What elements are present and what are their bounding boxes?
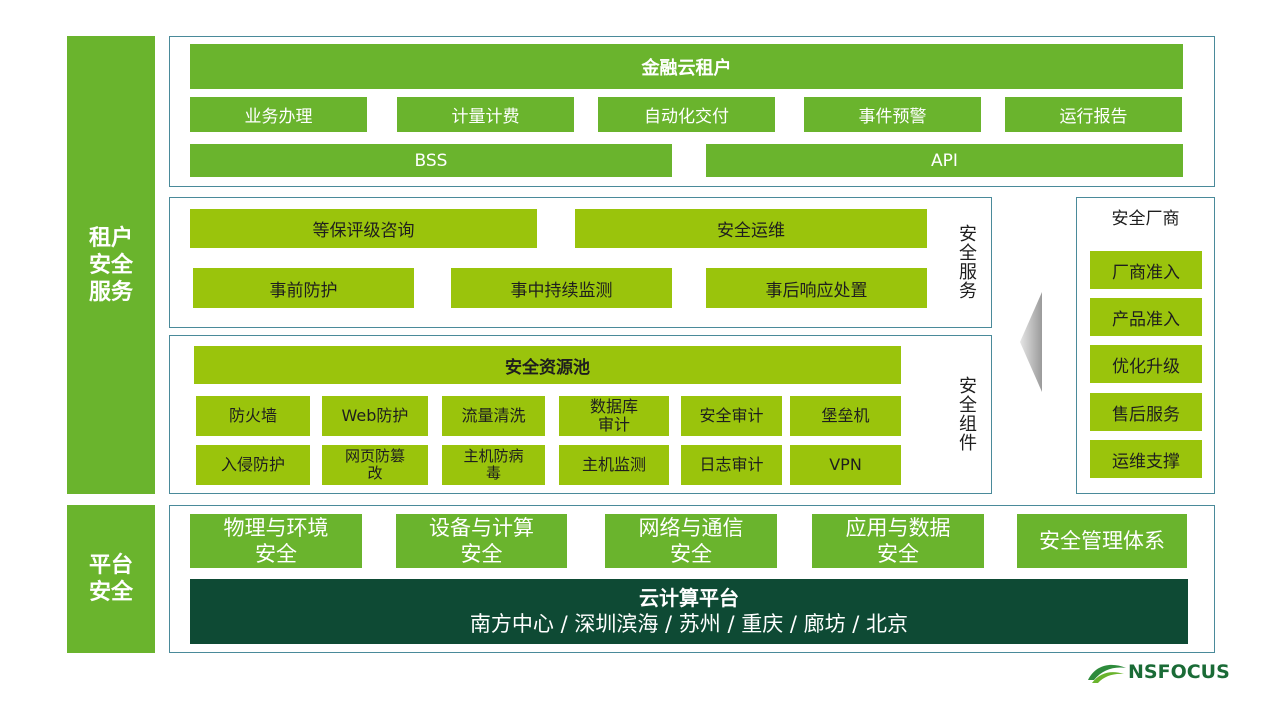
nsfocus-logo: NSFOCUS (1086, 658, 1246, 688)
component-traffic-cleaning: 流量清洗 (442, 396, 545, 436)
network-communication-security: 网络与通信 安全 (605, 514, 777, 568)
cloud-platform-sites: 南方中心 / 深圳滨海 / 苏州 / 重庆 / 廊坊 / 北京 (469, 612, 909, 636)
component-web-tamper-protection: 网页防篡 改 (322, 445, 428, 485)
physical-environment-line-2: 安全 (255, 542, 297, 566)
platform-label-line-2: 安全 (88, 580, 133, 605)
vendors-title: 安全厂商 (1111, 209, 1180, 229)
api-bar: API (706, 144, 1183, 177)
physical-environment-security: 物理与环境 安全 (190, 514, 362, 568)
optimization-upgrade: 优化升级 (1090, 345, 1202, 383)
tenant-label-line-1: 租户 (88, 225, 133, 251)
operation-support: 运维支撑 (1090, 440, 1202, 478)
continuous-monitoring: 事中持续监测 (451, 268, 672, 308)
security-management-system: 安全管理体系 (1017, 514, 1187, 568)
component-intrusion-prevention: 入侵防护 (196, 445, 310, 485)
application-data-line-1: 应用与数据 (845, 516, 951, 540)
tenant-security-label: 租户 安全 服务 (67, 36, 155, 494)
service-metering-billing: 计量计费 (397, 97, 574, 132)
cloud-platform-title: 云计算平台 (639, 586, 739, 610)
nsfocus-logo-text: NSFOCUS (1128, 661, 1230, 683)
component-web-protection: Web防护 (322, 396, 428, 436)
compliance-consulting: 等保评级咨询 (190, 209, 537, 248)
component-database-audit: 数据库 审计 (559, 396, 669, 436)
component-host-monitoring: 主机监测 (559, 445, 669, 485)
after-sales-service: 售后服务 (1090, 393, 1202, 431)
platform-security-label: 平台 安全 (67, 505, 155, 653)
service-auto-delivery: 自动化交付 (598, 97, 775, 132)
component-log-audit: 日志审计 (681, 445, 782, 485)
security-management-label: 安全管理体系 (1039, 529, 1165, 553)
service-business-handling: 业务办理 (190, 97, 367, 132)
platform-label-line-1: 平台 (88, 553, 133, 578)
network-communication-line-1: 网络与通信 (638, 516, 744, 540)
application-data-security: 应用与数据 安全 (812, 514, 984, 568)
tenant-label-line-3: 服务 (88, 279, 133, 305)
device-computing-security: 设备与计算 安全 (396, 514, 567, 568)
component-firewall: 防火墙 (196, 396, 310, 436)
component-security-audit: 安全审计 (681, 396, 782, 436)
tenant-label-line-2: 安全 (88, 252, 133, 278)
device-computing-line-2: 安全 (460, 542, 503, 566)
device-computing-line-1: 设备与计算 (429, 516, 534, 540)
physical-environment-line-1: 物理与环境 (223, 516, 329, 540)
network-communication-line-2: 安全 (670, 542, 712, 566)
component-bastion-host: 堡垒机 (790, 396, 901, 436)
arrow-left-icon (1020, 292, 1042, 392)
security-operations: 安全运维 (575, 209, 927, 248)
application-data-line-2: 安全 (877, 542, 919, 566)
cloud-computing-platform: 云计算平台 南方中心 / 深圳滨海 / 苏州 / 重庆 / 廊坊 / 北京 (190, 579, 1188, 644)
security-services-label: 安全服务 (956, 224, 977, 300)
tenant-title: 金融云租户 (190, 44, 1183, 89)
pre-protection: 事前防护 (193, 268, 414, 308)
nsfocus-logo-mark-icon (1088, 664, 1126, 683)
security-resource-pool: 安全资源池 (194, 346, 901, 384)
component-host-antivirus: 主机防病 毒 (442, 445, 545, 485)
component-vpn: VPN (790, 445, 901, 485)
bss-bar: BSS (190, 144, 672, 177)
service-operation-report: 运行报告 (1005, 97, 1182, 132)
security-components-label: 安全组件 (956, 376, 977, 452)
vendor-access: 厂商准入 (1090, 251, 1202, 289)
product-access: 产品准入 (1090, 298, 1202, 336)
service-event-alert: 事件预警 (804, 97, 981, 132)
post-response: 事后响应处置 (706, 268, 927, 308)
